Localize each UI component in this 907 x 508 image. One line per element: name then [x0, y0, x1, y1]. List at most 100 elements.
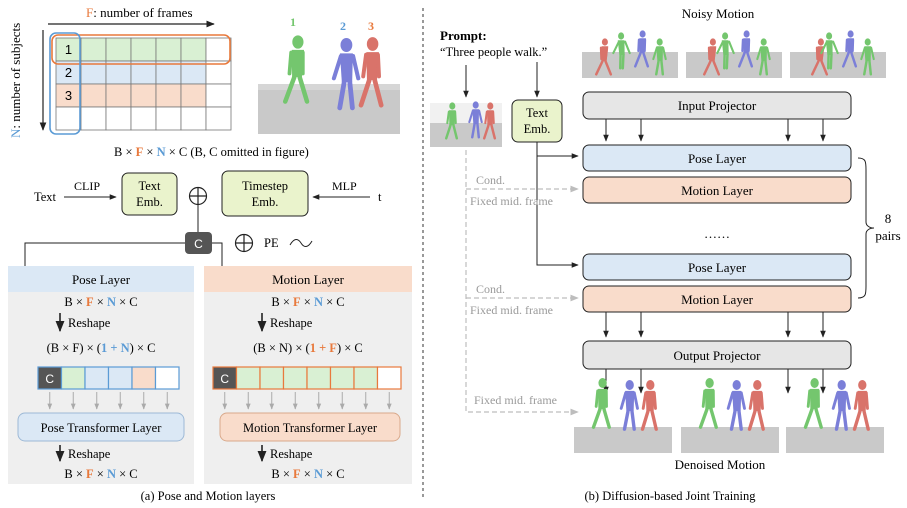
subject-highlight [49, 32, 81, 135]
grid-cell [130, 106, 157, 131]
human-figure [640, 380, 658, 431]
human-figure [747, 380, 765, 431]
grid-cell [205, 83, 232, 108]
token-cell [235, 366, 261, 390]
human-figure [358, 37, 384, 108]
human-figure [703, 38, 721, 76]
mlp-label: MLP [332, 179, 357, 193]
plus-symbol [188, 186, 208, 206]
grid-cell [180, 106, 207, 131]
human-figure [612, 32, 631, 70]
pairs-count: 8 [885, 211, 892, 226]
human-figure [468, 101, 483, 139]
frame-highlight [51, 34, 231, 65]
motion-token-arrows [222, 392, 392, 410]
svg-text:Text: Text [526, 106, 549, 120]
human-figure [820, 32, 839, 70]
input-projector [582, 91, 852, 120]
svg-text:Output Projector: Output Projector [673, 348, 761, 363]
human-figure [756, 38, 771, 76]
cond-label-1: Cond. [476, 173, 505, 187]
grid-row-label: 3 [65, 88, 72, 103]
noisy-motion-renders [582, 30, 886, 78]
svg-text:B × F × N × C: B × F × N × C [64, 467, 137, 481]
human-figure [634, 30, 650, 68]
motion-transformer-box [219, 412, 401, 442]
svg-text:Pose Layer: Pose Layer [688, 260, 747, 275]
token-cell [107, 366, 133, 390]
pose-layer-panel: Pose Layer B × F × N × C Reshape (B × F)… [8, 266, 194, 484]
fixed-mid-label-out: Fixed mid. frame [474, 393, 557, 407]
plus-pe-symbol [234, 233, 254, 253]
grid-cell [155, 83, 182, 108]
sine-icon [289, 239, 313, 247]
clip-label: CLIP [74, 179, 100, 193]
motion-layer-8 [582, 285, 852, 313]
frame-subject-grid: 123 [55, 37, 232, 131]
human-figure [591, 378, 611, 429]
human-figure [738, 30, 754, 68]
svg-text:(B × F) × (1 + N) × C: (B × F) × (1 + N) × C [47, 341, 156, 355]
grid-cell [205, 37, 232, 62]
grid-cell [105, 37, 132, 62]
motion-token-row: C [212, 366, 402, 390]
grid-cell [80, 83, 107, 108]
svg-text:Motion Layer: Motion Layer [681, 292, 754, 307]
caption-a: (a) Pose and Motion layers [141, 489, 276, 503]
grid-cell [180, 83, 207, 108]
svg-text:(B × N) × (1 + F) × C: (B × N) × (1 + F) × C [253, 341, 363, 355]
svg-text:Timestep: Timestep [242, 179, 288, 193]
svg-text:F: number of frames: F: number of frames [86, 5, 193, 20]
grid-cell [80, 106, 107, 131]
render-floor [786, 427, 884, 453]
human-figure [852, 380, 870, 431]
grid-cell [80, 37, 107, 62]
pose-transformer-box [17, 412, 185, 442]
caption-b: (b) Diffusion-based Joint Training [585, 489, 757, 503]
timestep-emb-box [221, 170, 309, 217]
svg-text:Motion Layer: Motion Layer [681, 183, 754, 198]
human-figure [619, 380, 639, 431]
subjects-axis-text: : number of subjects [8, 23, 23, 129]
grid-cell [105, 106, 132, 131]
human-figure [860, 38, 875, 76]
pose-token-arrows [47, 392, 170, 410]
render-three-people: 1 2 3 [258, 15, 400, 134]
svg-text:Emb.: Emb. [252, 195, 279, 209]
grid-row-label: 2 [65, 65, 72, 80]
token-cell [376, 366, 402, 390]
token-cell [282, 366, 308, 390]
human-figure [331, 37, 361, 111]
svg-text:Pose Transformer Layer: Pose Transformer Layer [41, 421, 163, 435]
cond-label-8: Cond. [476, 282, 505, 296]
denoised-motion-title: Denoised Motion [675, 457, 766, 472]
svg-text:Reshape: Reshape [270, 316, 313, 330]
frames-axis-text: : number of frames [93, 5, 192, 20]
token-cell [306, 366, 332, 390]
human-figure [842, 30, 858, 68]
grid-cell [180, 37, 207, 62]
text-emb-box [121, 172, 178, 216]
subjects-axis: N: number of subjects [8, 23, 47, 138]
pose-layer-1 [582, 144, 852, 172]
svg-text:C: C [220, 372, 229, 386]
denoised-motion-renders [574, 378, 884, 453]
grid-cell [205, 106, 232, 131]
token-cell [60, 366, 86, 390]
human-figure [595, 38, 613, 76]
frames-axis-letter: F [86, 5, 93, 20]
svg-text:Emb.: Emb. [136, 195, 163, 209]
figure-label-3: 3 [368, 19, 374, 33]
condition-token [185, 232, 212, 254]
render-floor [574, 427, 672, 453]
text-input-label: Text [34, 190, 57, 204]
svg-text:N: number of subjects: N: number of subjects [8, 23, 23, 138]
human-figure [445, 102, 459, 140]
fixed-mid-label-8: Fixed mid. frame [470, 303, 553, 317]
human-figure [483, 102, 497, 140]
pose-token-row: C [37, 366, 180, 390]
noisy-motion-title: Noisy Motion [682, 6, 755, 21]
svg-text:B × F × N × C: B × F × N × C [64, 295, 137, 309]
svg-text:B × F × N × C: B × F × N × C [271, 295, 344, 309]
